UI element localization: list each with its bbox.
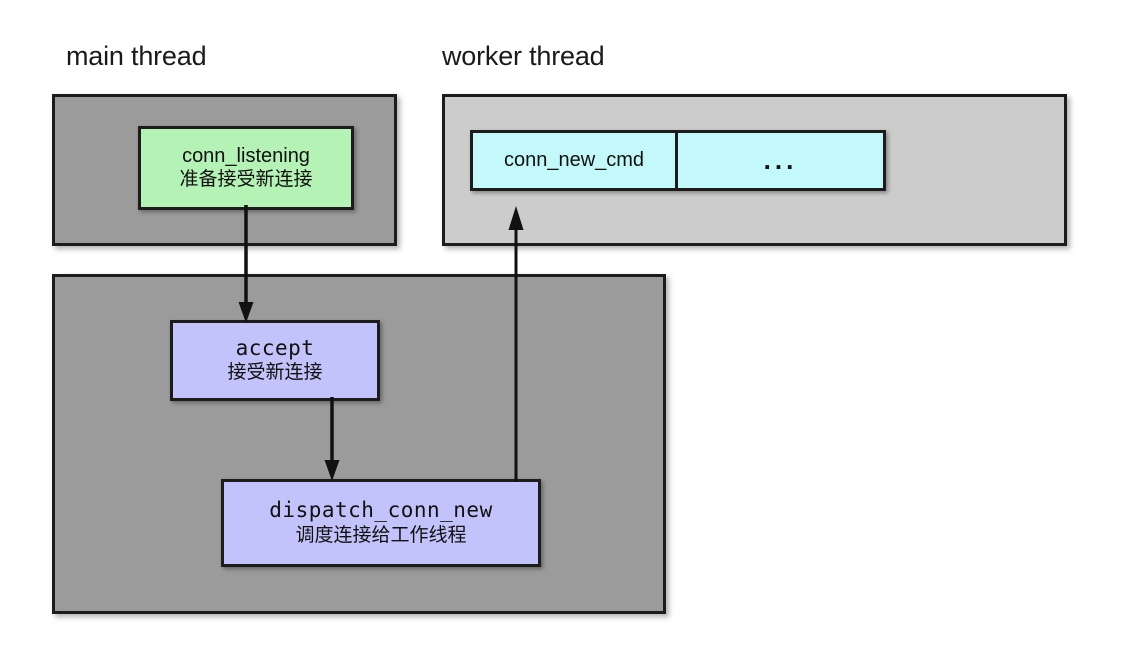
- node-conn-listening[interactable]: conn_listening 准备接受新连接: [138, 126, 354, 210]
- node-dispatch-conn-new-description: 调度连接给工作线程: [295, 523, 467, 546]
- node-accept-code: accept: [235, 335, 315, 360]
- node-accept[interactable]: accept 接受新连接: [170, 320, 380, 401]
- arrow-dispatch-conn-new-to-queue: [508, 206, 524, 482]
- queue-cell-conn-new-cmd[interactable]: conn_new_cmd: [473, 133, 678, 188]
- node-accept-description: 接受新连接: [227, 361, 323, 384]
- arrow-accept-to-dispatch-conn-new: [324, 397, 340, 483]
- node-dispatch-conn-new-code: dispatch_conn_new: [269, 498, 493, 523]
- node-conn-listening-description: 准备接受新连接: [179, 168, 313, 191]
- arrow-conn-listening-to-accept: [238, 205, 254, 325]
- worker-connection-queue: conn_new_cmd ...: [470, 130, 886, 191]
- node-conn-listening-code: conn_listening: [182, 144, 310, 167]
- main-thread-title: main thread: [66, 41, 207, 71]
- node-dispatch-conn-new[interactable]: dispatch_conn_new 调度连接给工作线程: [221, 479, 541, 567]
- queue-cell-ellipsis[interactable]: ...: [678, 133, 883, 188]
- worker-thread-title: worker thread: [442, 41, 605, 71]
